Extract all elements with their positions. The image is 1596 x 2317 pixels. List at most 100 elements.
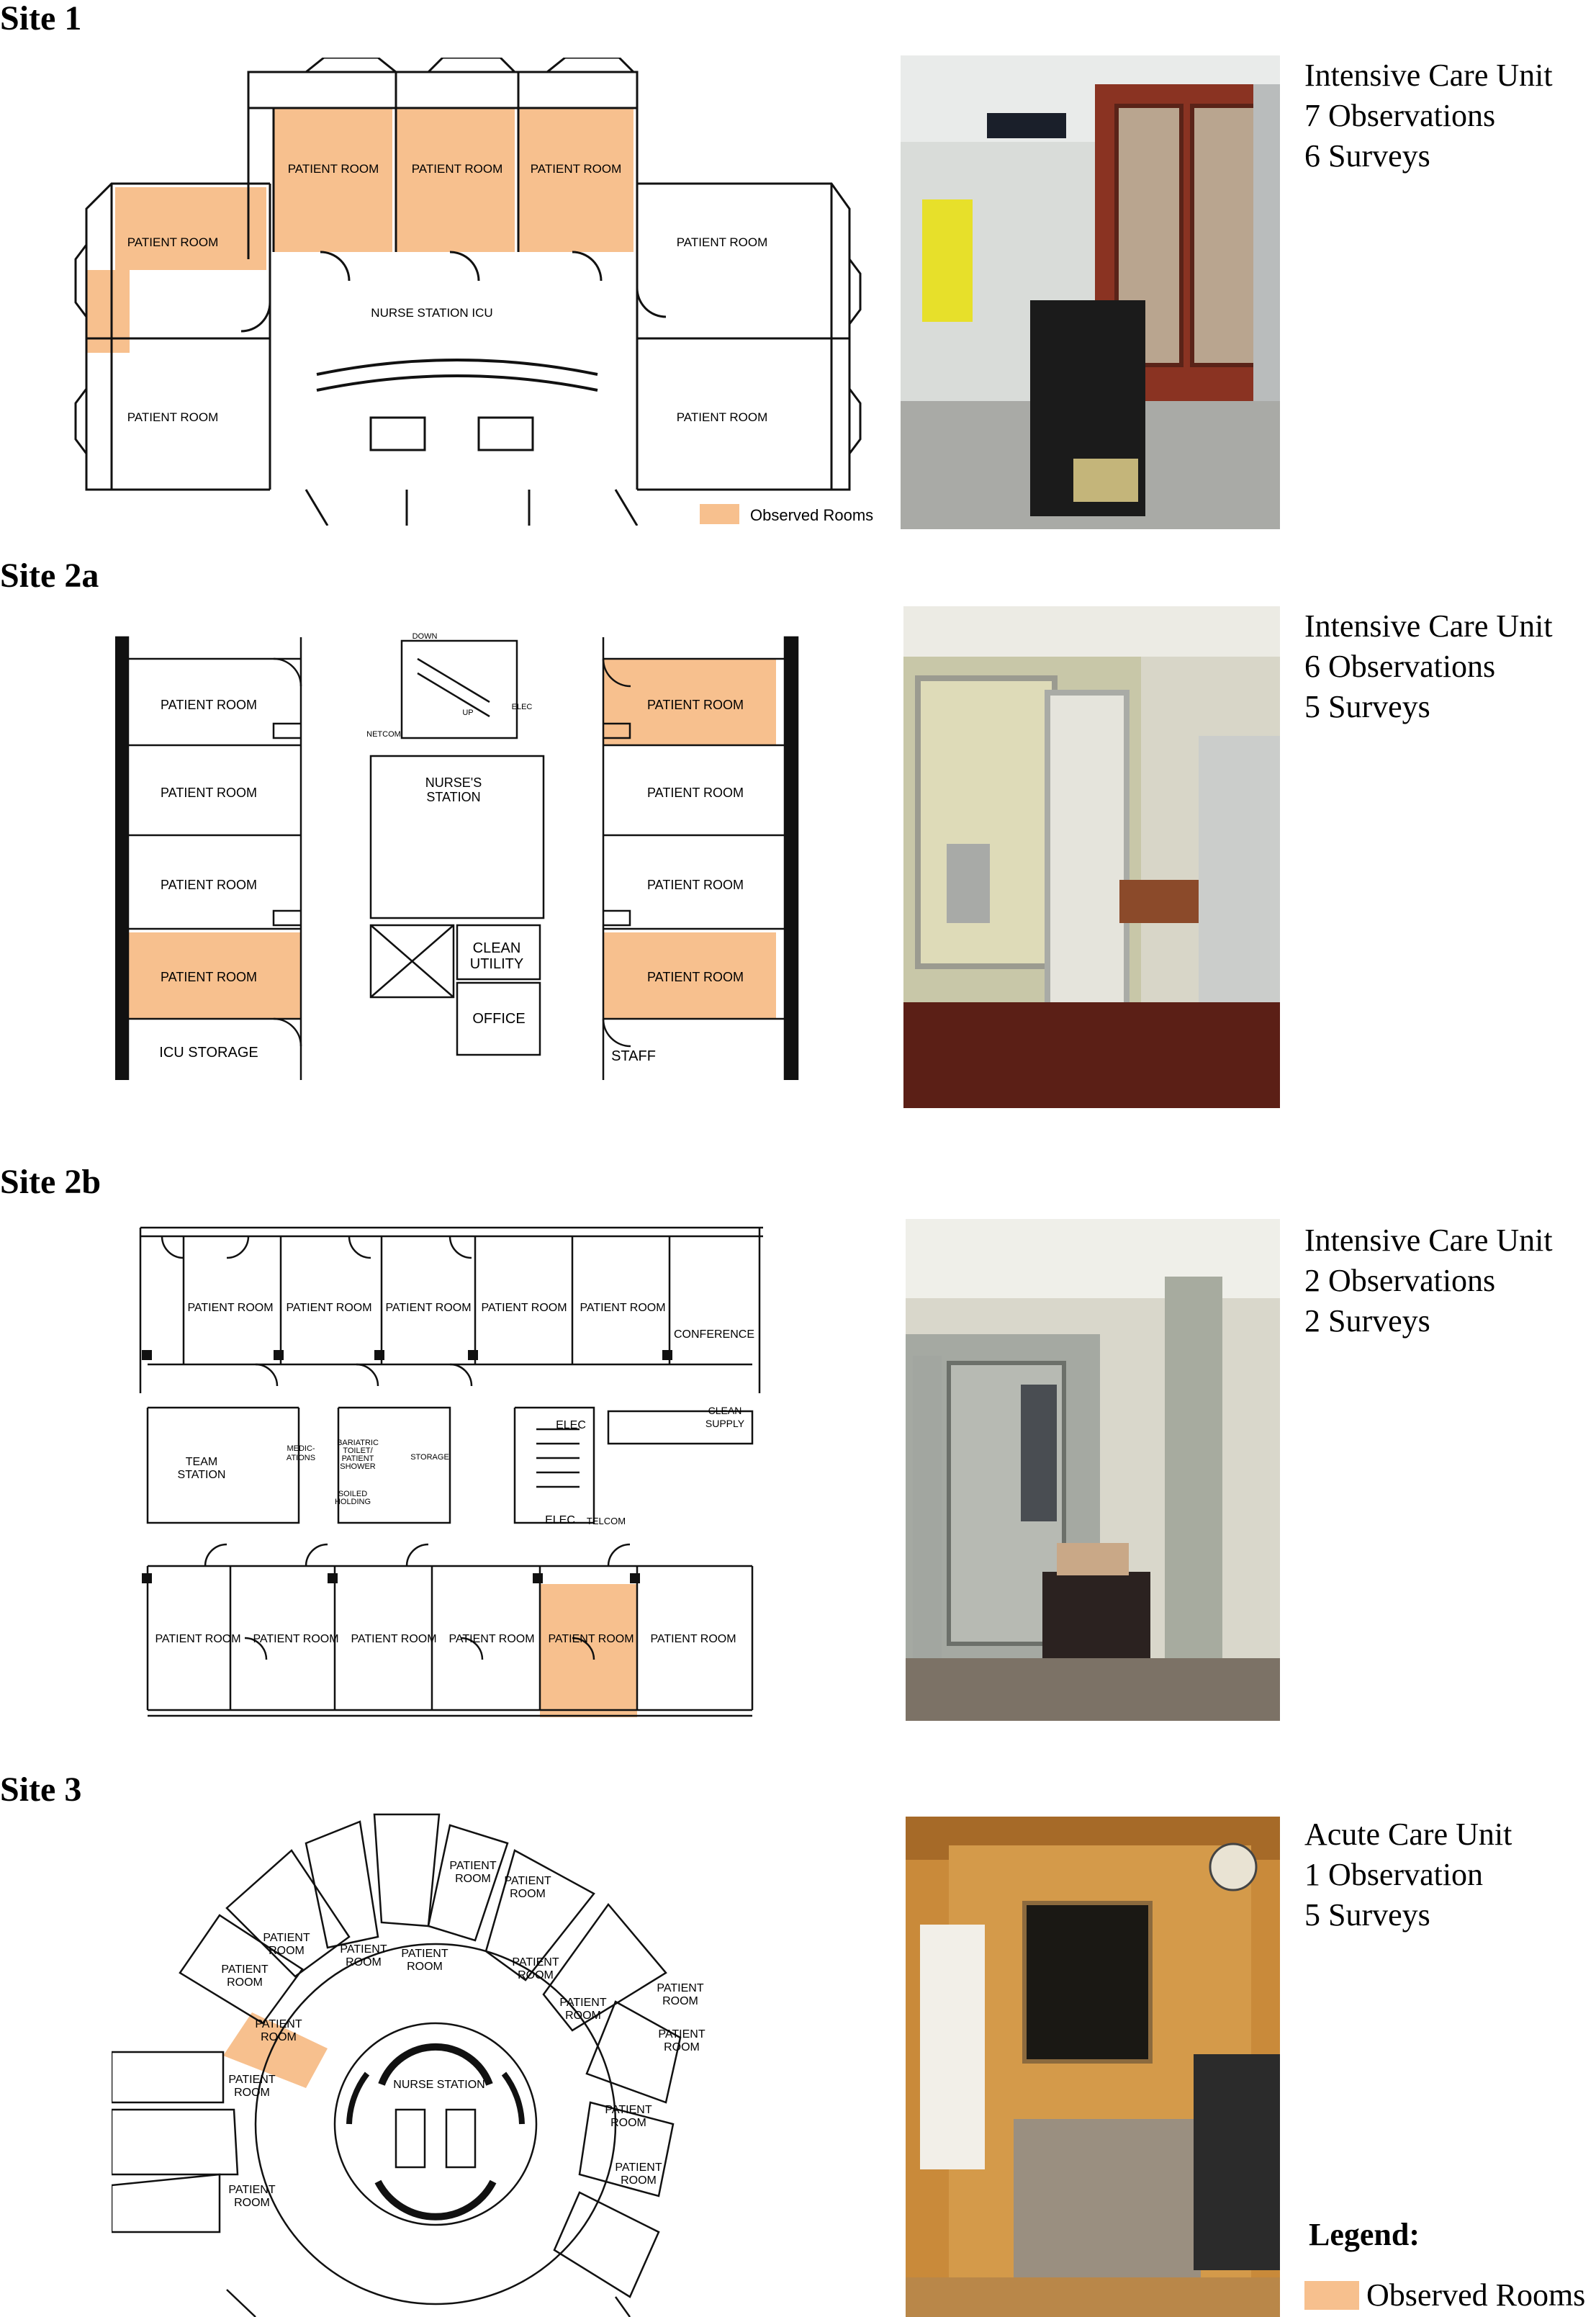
team-station-label: STATION — [178, 1469, 226, 1481]
site-2b-title: Site 2b — [0, 1163, 102, 1201]
room-label: PATIENT ROOM — [548, 1633, 634, 1645]
office-label: OFFICE — [472, 1011, 525, 1027]
clean-supply-label: SUPPLY — [705, 1418, 745, 1429]
room-label: PATIENT — [449, 1860, 496, 1872]
legend-title: Legend: — [1309, 2217, 1420, 2252]
room-label: PATIENT ROOM — [161, 698, 257, 712]
room-label: PATIENT ROOM — [448, 1633, 534, 1645]
legend-label: Observed Rooms — [1366, 2277, 1586, 2313]
unit-type: Intensive Care Unit — [1304, 58, 1553, 93]
survey-count: 5 Surveys — [1304, 1897, 1430, 1933]
room-label: ROOM — [227, 1976, 263, 1989]
conference-label: CONFERENCE — [674, 1328, 754, 1341]
elec-label: ELEC — [545, 1514, 575, 1526]
room-label: PATIENT — [658, 2028, 705, 2041]
room-label: ROOM — [565, 2010, 601, 2022]
room-label: PATIENT ROOM — [650, 1633, 736, 1645]
room-label: PATIENT ROOM — [647, 878, 744, 892]
soiled-holding-label: HOLDING — [335, 1498, 371, 1506]
nurse-station-label: NURSE STATION — [393, 2079, 484, 2091]
nurse-station-label: STATION — [426, 790, 480, 804]
room-label: PATIENT — [615, 2161, 662, 2174]
nurse-station-label: NURSE'S — [425, 775, 482, 790]
room-label: ROOM — [518, 1969, 554, 1981]
room-label: PATIENT — [605, 2104, 652, 2116]
room-label: PATIENT ROOM — [351, 1633, 436, 1645]
observed-room — [274, 108, 392, 252]
legend-swatch — [1304, 2281, 1359, 2310]
room-label: ROOM — [510, 1888, 546, 1900]
room-label: ROOM — [234, 2197, 270, 2209]
room-label: PATIENT ROOM — [647, 698, 744, 712]
team-station-label: TEAM — [186, 1456, 217, 1468]
room-label: PATIENT ROOM — [531, 162, 622, 176]
room-label: PATIENT ROOM — [677, 235, 768, 249]
room-label: PATIENT ROOM — [161, 878, 257, 892]
shower-label: SHOWER — [340, 1462, 376, 1471]
room-label: PATIENT — [657, 1982, 703, 1994]
room-label: ROOM — [269, 1945, 305, 1957]
site-1-photo — [901, 55, 1280, 529]
stair-label: DOWN — [412, 632, 438, 641]
elec-label: ELEC — [512, 703, 533, 711]
observation-count: 6 Observations — [1304, 649, 1496, 684]
observed-room — [603, 659, 776, 745]
observed-room — [223, 2012, 328, 2088]
telcom-label: TELCOM — [587, 1516, 626, 1526]
plan-legend-label: Observed Rooms — [750, 506, 873, 524]
room-label: ROOM — [610, 2117, 646, 2129]
room-label: PATIENT — [401, 1948, 448, 1960]
clean-supply-label: CLEAN — [708, 1405, 742, 1416]
room-label: PATIENT ROOM — [286, 1302, 371, 1314]
site-1-info: Intensive Care Unit 7 Observations 6 Sur… — [1304, 55, 1553, 176]
room-label: PATIENT ROOM — [412, 162, 503, 176]
medications-label: MEDIC- — [287, 1444, 315, 1453]
clean-utility-label: UTILITY — [470, 956, 523, 972]
stair-label: UP — [462, 708, 473, 717]
plan-legend-swatch — [700, 504, 739, 524]
observation-count: 7 Observations — [1304, 98, 1496, 133]
observed-room — [86, 270, 130, 353]
site-3-info: Acute Care Unit 1 Observation 5 Surveys — [1304, 1814, 1512, 1935]
site-2b-floor-plan: PATIENT ROOM PATIENT ROOM PATIENT ROOM P… — [133, 1220, 767, 1724]
room-label: PATIENT ROOM — [127, 235, 219, 249]
observed-room-label: PATIENT — [255, 2018, 302, 2030]
site-2b-photo — [906, 1219, 1280, 1721]
site-1-floor-plan: PATIENT ROOM PATIENT ROOM PATIENT ROOM P… — [68, 58, 896, 526]
shower-label: BARIATRIC — [337, 1439, 379, 1447]
room-label: ROOM — [455, 1873, 491, 1885]
survey-count: 5 Surveys — [1304, 689, 1430, 724]
room-label: PATIENT ROOM — [161, 970, 257, 984]
room-label: PATIENT ROOM — [481, 1302, 567, 1314]
storage-label: STORAGE — [410, 1453, 449, 1462]
icu-storage-label: ICU STORAGE — [159, 1045, 258, 1061]
observation-count: 2 Observations — [1304, 1263, 1496, 1298]
observed-room — [540, 1584, 637, 1717]
room-label: ROOM — [621, 2174, 657, 2187]
observed-room — [396, 108, 515, 252]
observed-room — [603, 932, 776, 1019]
site-2a-title: Site 2a — [0, 557, 99, 595]
staff-label: STAFF — [611, 1048, 656, 1064]
site-3-title: Site 3 — [0, 1771, 82, 1809]
room-label: PATIENT ROOM — [647, 970, 744, 984]
room-label: PATIENT ROOM — [187, 1302, 273, 1314]
room-label: ROOM — [664, 2041, 700, 2053]
room-label: PATIENT — [559, 1997, 606, 2009]
netcom-label: NETCOM — [366, 730, 401, 739]
room-label: PATIENT ROOM — [127, 410, 219, 424]
room-label: PATIENT ROOM — [288, 162, 379, 176]
shower-label: TOILET/ — [343, 1447, 373, 1455]
clean-utility-label: CLEAN — [473, 940, 521, 956]
room-label: PATIENT ROOM — [253, 1633, 338, 1645]
site-2a-floor-plan: PATIENT ROOM PATIENT ROOM PATIENT ROOM P… — [115, 630, 799, 1080]
survey-count: 2 Surveys — [1304, 1303, 1430, 1339]
site-3-floor-plan: PATIENT ROOM PATIENT ROOM PATIENT ROOM P… — [112, 1800, 774, 2317]
site-3-photo — [906, 1817, 1280, 2317]
room-label: PATIENT — [228, 2074, 275, 2086]
room-label: PATIENT — [228, 2184, 275, 2196]
site-1-title: Site 1 — [0, 0, 82, 37]
room-label: ROOM — [346, 1956, 382, 1969]
site-2a-info: Intensive Care Unit 6 Observations 5 Sur… — [1304, 606, 1553, 727]
soiled-holding-label: SOILED — [338, 1490, 367, 1498]
